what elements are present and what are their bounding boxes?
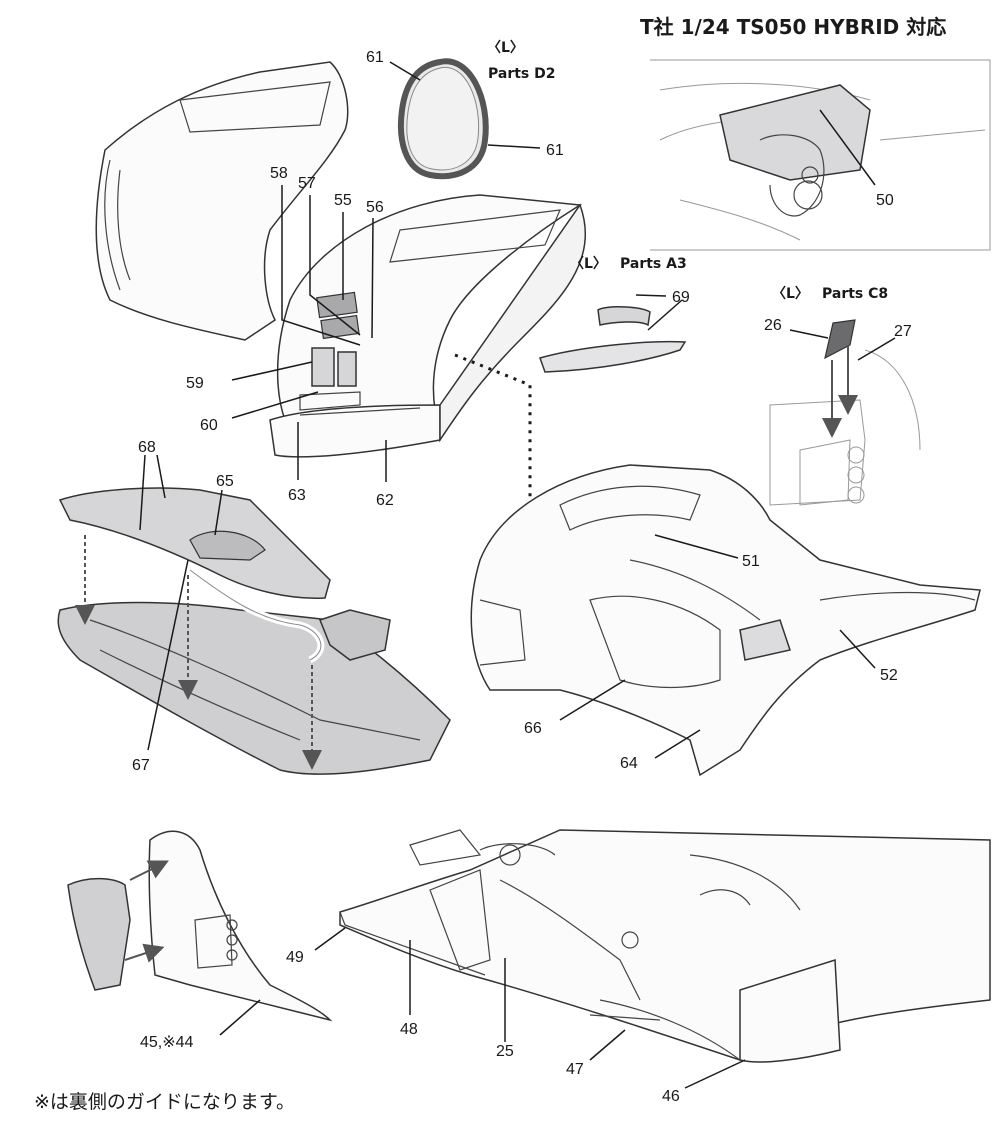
part-label-52: 52 [880, 667, 898, 684]
parts-a3-mark: 〈L〉 [570, 256, 607, 272]
lower-floor-drawing [339, 829, 991, 1063]
part-label-59: 59 [186, 375, 204, 392]
parts-c8-label: Parts C8 [822, 286, 888, 302]
part-label-46: 46 [662, 1088, 680, 1105]
part-c8-drawing [769, 319, 921, 506]
part-label-62: 62 [376, 492, 394, 509]
part-label-49: 49 [286, 949, 304, 966]
parts-a3-label: Parts A3 [620, 256, 687, 272]
part-label-26: 26 [764, 317, 782, 334]
part-label-61b: 61 [546, 142, 564, 159]
part-label-45: 45,※44 [140, 1034, 194, 1051]
parts-d2-label: Parts D2 [488, 66, 556, 82]
footnote: ※は裏側のガイドになります。 [34, 1091, 295, 1113]
part-label-64: 64 [620, 755, 638, 772]
part-label-56: 56 [366, 199, 384, 216]
part-label-63: 63 [288, 487, 306, 504]
part-label-25: 25 [496, 1043, 514, 1060]
part-label-61a: 61 [366, 49, 384, 66]
part-45-drawing [67, 830, 333, 1022]
part-61-window [397, 58, 489, 180]
part-label-68: 68 [138, 439, 156, 456]
parts-d2-mark: 〈L〉 [487, 40, 524, 56]
cockpit-body-drawing [95, 61, 586, 458]
part-label-69: 69 [672, 289, 690, 306]
part-label-65: 65 [216, 473, 234, 490]
part-50-drawing [650, 59, 991, 251]
part-label-51: 51 [742, 553, 760, 570]
part-label-57: 57 [298, 175, 316, 192]
part-label-66: 66 [524, 720, 542, 737]
parts-c8-mark: 〈L〉 [772, 286, 809, 302]
part-label-27: 27 [894, 323, 912, 340]
page-title: T社 1/24 TS050 HYBRID 対応 [640, 15, 946, 39]
part-label-48: 48 [400, 1021, 418, 1038]
part-label-67: 67 [132, 757, 150, 774]
part-label-47: 47 [566, 1061, 584, 1078]
part-label-58: 58 [270, 165, 288, 182]
part-label-60: 60 [200, 417, 218, 434]
sidepod-body-drawing [470, 464, 981, 777]
part-69-strips [539, 306, 687, 373]
floor-parts-drawing [57, 487, 451, 775]
part-label-50: 50 [876, 192, 894, 209]
part-label-55: 55 [334, 192, 352, 209]
leader-lines [139, 61, 896, 1089]
